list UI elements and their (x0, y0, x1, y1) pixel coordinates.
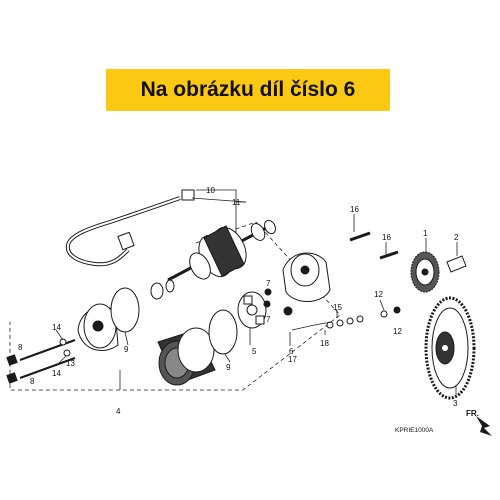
callout-16-lower: 16 (382, 233, 391, 242)
callout-2: 2 (454, 233, 459, 242)
callout-numbers: 1 2 3 4 5 6 7 7 8 8 9 9 10 11 12 12 13 1… (18, 186, 459, 416)
callout-10: 10 (206, 186, 215, 195)
callout-12-upper: 12 (374, 290, 383, 299)
callout-8-lower: 8 (30, 377, 35, 386)
part-number-banner: Na obrázku díl číslo 6 (106, 69, 390, 111)
starter-cable (65, 189, 195, 267)
callout-5: 5 (252, 347, 257, 356)
washers (150, 279, 175, 300)
callout-11: 11 (232, 198, 241, 207)
front-cover (77, 303, 119, 351)
brush-holder (237, 291, 267, 329)
callout-6: 6 (289, 347, 294, 356)
reduction-gear (410, 251, 440, 293)
gear-shaft (446, 255, 467, 273)
front-direction-arrow: FR. (466, 409, 492, 436)
rear-cover (282, 252, 331, 302)
starter-driven-gear (424, 296, 476, 400)
callout-7-lower: 7 (266, 315, 271, 324)
callout-13: 13 (66, 359, 75, 368)
armature (167, 219, 277, 282)
callout-9-left: 9 (124, 345, 129, 354)
callout-12-lower: 12 (393, 327, 402, 336)
banner-text: Na obrázku díl číslo 6 (140, 78, 356, 101)
leader-lines (55, 197, 458, 398)
callout-8-upper: 8 (18, 343, 23, 352)
callout-17: 17 (288, 355, 297, 364)
small-parts (59, 231, 401, 357)
direction-label: FR. (466, 409, 479, 418)
callout-1: 1 (423, 229, 428, 238)
callout-3: 3 (453, 399, 458, 408)
callout-14-upper: 14 (52, 323, 61, 332)
callout-9-right: 9 (226, 363, 231, 372)
o-ring (110, 287, 140, 333)
callout-7-upper: 7 (266, 279, 271, 288)
callout-14-lower: 14 (52, 369, 61, 378)
o-ring-rear (208, 309, 238, 355)
diagram-code: KPRIE1000A (395, 427, 434, 434)
callout-16-upper: 16 (350, 205, 359, 214)
motor-yoke (157, 327, 216, 386)
callout-18: 18 (320, 339, 329, 348)
callout-4: 4 (116, 407, 121, 416)
callout-15: 15 (333, 303, 342, 312)
